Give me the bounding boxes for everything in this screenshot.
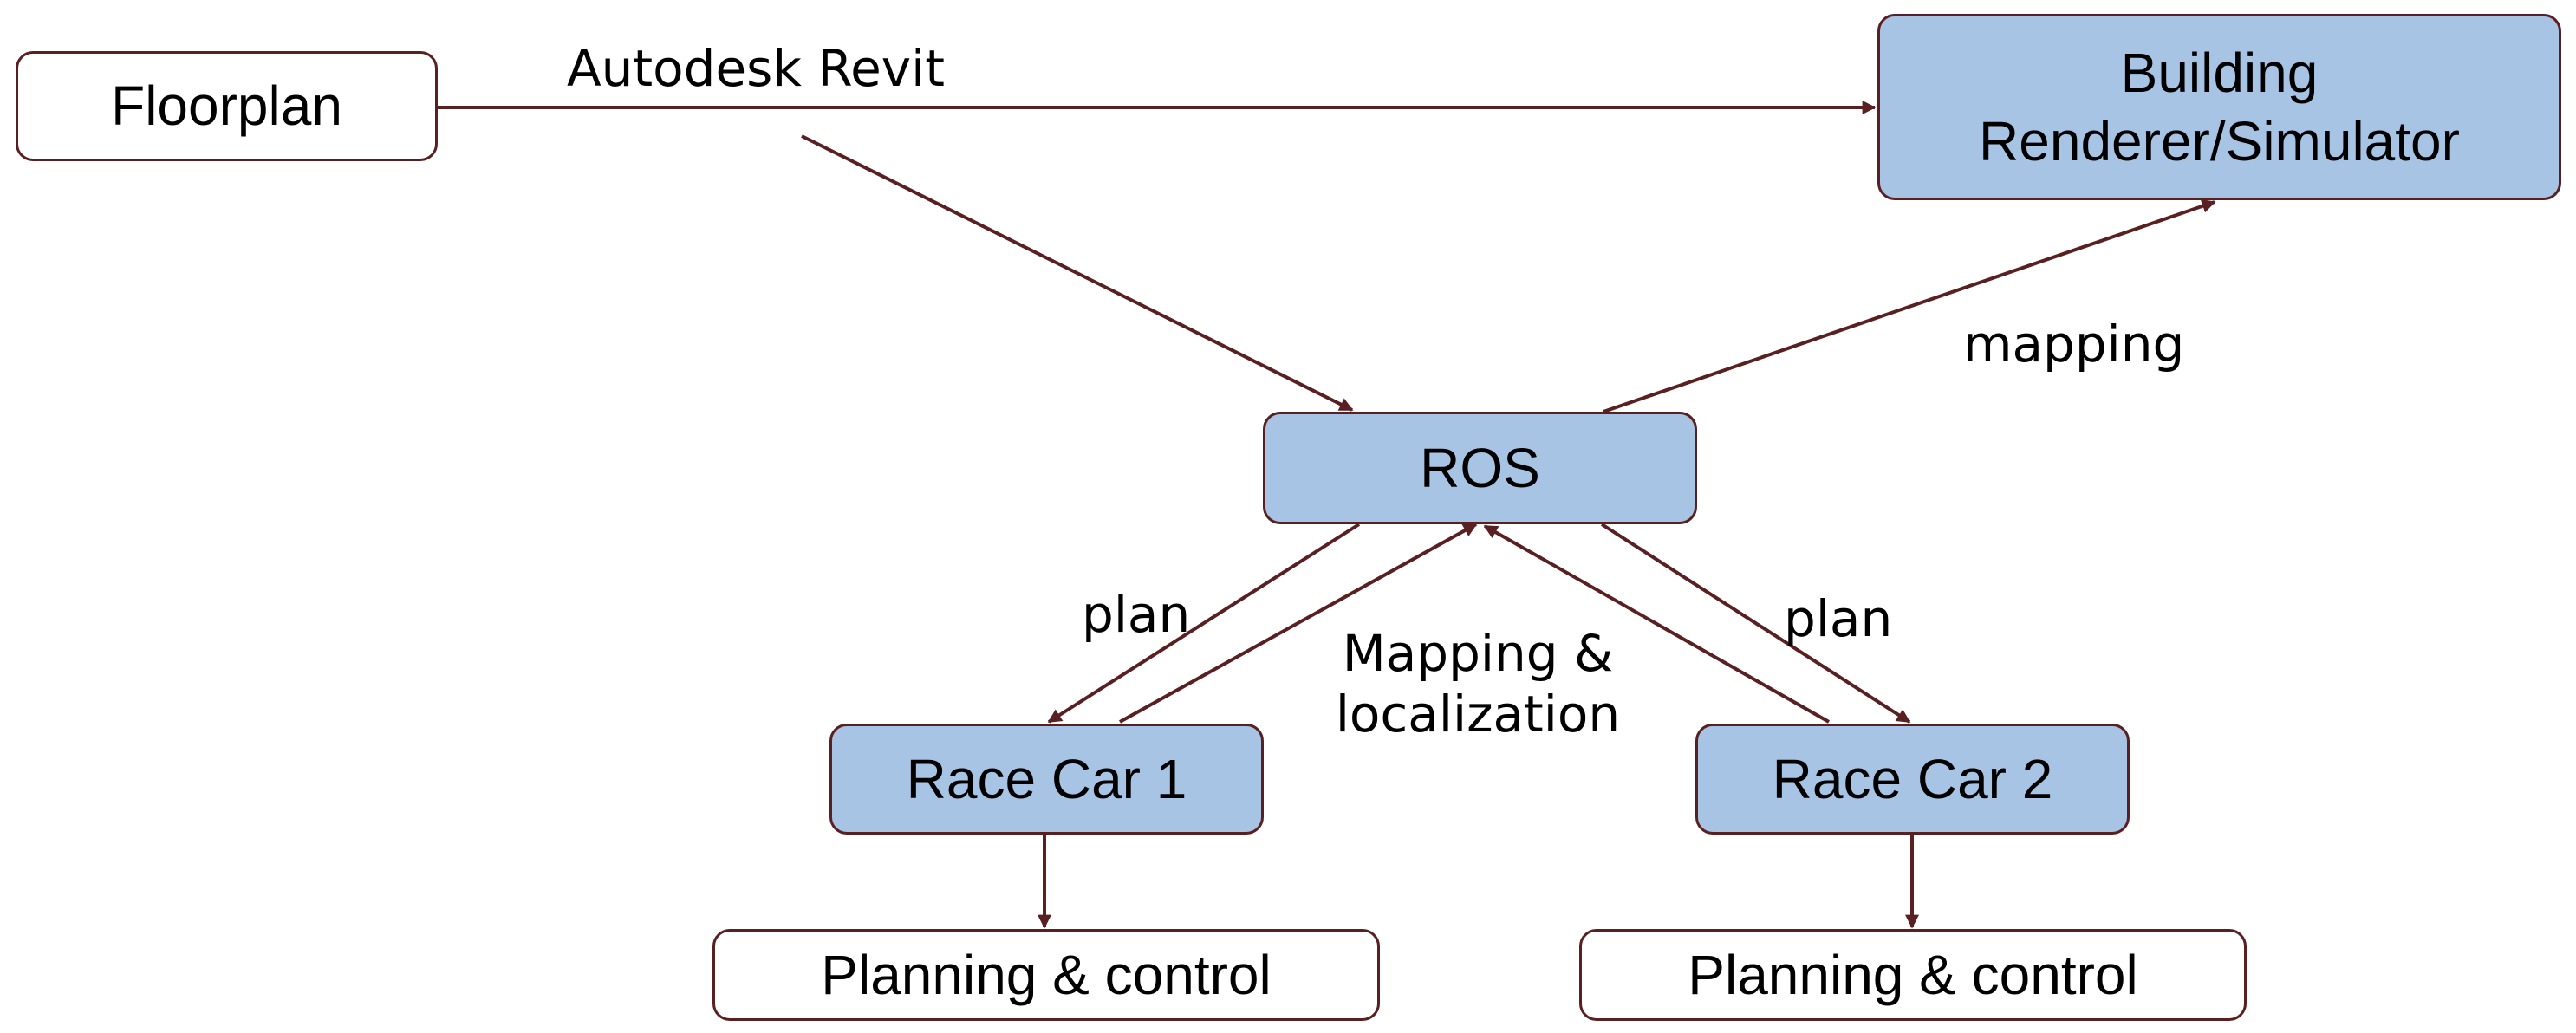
node-planning-control-1-label: Planning & control [821, 943, 1272, 1006]
node-floorplan-label: Floorplan [111, 75, 342, 138]
edge-label-mapping-localization-line2: localization [1335, 684, 1621, 744]
node-building-renderer-line1: Building [2120, 42, 2319, 105]
node-floorplan: Floorplan [16, 51, 438, 161]
edge-label-plan-right: plan [1784, 589, 1893, 648]
node-race-car-2-label: Race Car 2 [1772, 747, 2053, 810]
node-building-renderer-line2: Renderer/Simulator [1979, 109, 2460, 172]
edge-label-mapping-localization-line1: Mapping & [1342, 624, 1614, 683]
edge-label-mapping: mapping [1963, 315, 2185, 374]
node-planning-control-2-label: Planning & control [1688, 943, 2138, 1006]
node-race-car-1-label: Race Car 1 [906, 747, 1187, 810]
edge-ros-to-race-car-1 [1047, 523, 1361, 724]
edge-label-autodesk-revit: Autodesk Revit [567, 39, 945, 98]
edge-autodesk-to-ros [801, 134, 1354, 412]
edge-label-mapping-localization: Mapping & localization [1304, 624, 1651, 744]
node-planning-control-1: Planning & control [712, 929, 1380, 1021]
node-race-car-2: Race Car 2 [1695, 724, 2130, 835]
node-race-car-1: Race Car 1 [829, 724, 1264, 835]
node-planning-control-2: Planning & control [1579, 929, 2247, 1021]
edge-race-car-2-to-ros [1483, 524, 1830, 724]
edge-ros-to-renderer [1603, 199, 2216, 413]
edge-label-plan-left: plan [1082, 585, 1191, 644]
node-building-renderer: Building Renderer/Simulator [1877, 14, 2561, 200]
node-ros-label: ROS [1420, 436, 1540, 499]
edge-race-car-1-to-ros [1119, 523, 1478, 724]
node-ros: ROS [1263, 412, 1697, 524]
edge-ros-to-race-car-2 [1600, 523, 1911, 724]
